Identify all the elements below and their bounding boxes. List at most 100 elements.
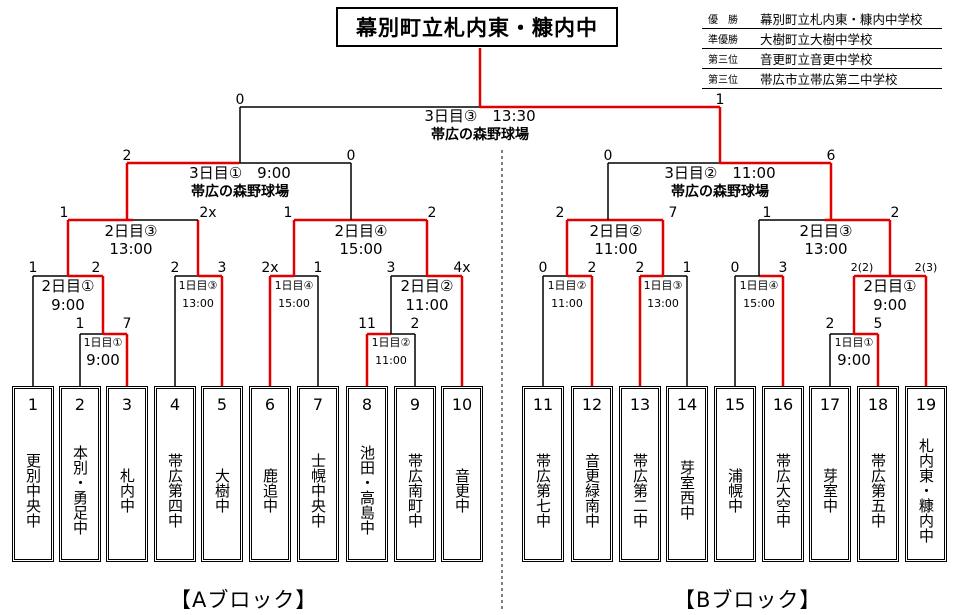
- bracket-label: 0: [236, 92, 245, 108]
- bracket-label: 2(3): [915, 261, 938, 274]
- team-number: 16: [772, 395, 794, 414]
- result-label: 優 勝: [708, 15, 738, 26]
- bracket-label: 0: [347, 148, 356, 164]
- result-row: 第三位 帯広市立帯広第二中学校: [702, 69, 942, 89]
- bracket-label: 2: [171, 260, 180, 276]
- bracket-label: 4x: [453, 260, 470, 276]
- team-name: 帯広第七中: [534, 452, 552, 528]
- bracket-label: 13:00: [182, 297, 214, 310]
- bracket-label: 1日目②: [372, 336, 411, 349]
- bracket-label: 3日目② 11:00: [664, 164, 775, 182]
- bracket-label: 9:00: [51, 296, 85, 314]
- bracket-label: 11:00: [405, 296, 448, 314]
- bracket-label: 1日目③: [179, 279, 218, 292]
- team-box: 16 帯広大空中: [762, 386, 804, 562]
- team-number: 13: [629, 395, 651, 414]
- bracket-label: 11: [358, 316, 376, 332]
- bracket-label: 2x: [261, 260, 278, 276]
- bracket-label: 1日目④: [740, 279, 779, 292]
- bracket-label: 2: [411, 316, 420, 332]
- bracket-label: 13:00: [647, 297, 679, 310]
- bracket-label: 1: [284, 205, 293, 221]
- bracket-label: 13:00: [804, 240, 847, 258]
- result-school: 音更町立音更中学校: [760, 52, 873, 67]
- bracket-label: 2日目③: [105, 222, 158, 240]
- bracket-label: 3日目③ 13:30: [424, 107, 535, 125]
- bracket-label: 2: [588, 260, 597, 276]
- bracket-label: 3: [218, 260, 227, 276]
- bracket-label: 9:00: [837, 351, 871, 369]
- team-name: 帯広第四中: [166, 452, 184, 528]
- bracket-label: 1日目③: [644, 279, 683, 292]
- team-number: 1: [27, 395, 39, 414]
- team-number: 2: [74, 395, 86, 414]
- bracket-label: 3: [387, 260, 396, 276]
- result-school: 帯広市立帯広第二中学校: [760, 72, 898, 87]
- results-table: 優 勝幕別町立札内東・糠内中学校 準優勝大樹町立大樹中学校 第三位音更町立音更中…: [702, 9, 942, 89]
- bracket-label: 2日目②: [401, 277, 454, 295]
- team-number: 10: [451, 395, 473, 414]
- team-box: 1 更別中央中: [12, 386, 54, 562]
- bracket-label: 11:00: [594, 240, 637, 258]
- team-name: 更別中央中: [24, 452, 42, 528]
- bracket-label: 2日目②: [590, 222, 643, 240]
- team-number: 8: [361, 395, 373, 414]
- team-number: 9: [409, 395, 421, 414]
- team-name: 帯広大空中: [774, 452, 792, 528]
- team-name: 音更中: [453, 467, 471, 513]
- bracket-label: 9:00: [873, 296, 907, 314]
- bracket-label: 2日目④: [335, 222, 388, 240]
- team-number: 14: [676, 395, 698, 414]
- team-number: 18: [867, 395, 889, 414]
- team-name: 芽室中: [821, 467, 839, 513]
- bracket-label: 5: [874, 316, 883, 332]
- bracket-label: 1日目④: [275, 279, 314, 292]
- bracket-label: 0: [539, 260, 548, 276]
- bracket-label: 1: [683, 260, 692, 276]
- bracket-label: 帯広の森野球場: [191, 183, 289, 200]
- team-number: 6: [264, 395, 276, 414]
- bracket-label: 2: [92, 260, 101, 276]
- team-name: 帯広第五中: [869, 452, 887, 528]
- bracket-label: 1: [76, 316, 85, 332]
- team-name: 音更緑南中: [583, 452, 601, 528]
- bracket-label: 1: [60, 205, 69, 221]
- bracket-label: 11:00: [375, 354, 407, 367]
- team-name: 池田・高島中: [358, 445, 376, 535]
- result-row: 第三位音更町立音更中学校: [702, 49, 942, 69]
- bracket-label: 3: [779, 260, 788, 276]
- result-row: 準優勝大樹町立大樹中学校: [702, 29, 942, 49]
- bracket-label: 0: [731, 260, 740, 276]
- bracket-label: 3日目① 9:00: [189, 164, 291, 182]
- bracket-label: 15:00: [743, 297, 775, 310]
- team-box: 11 帯広第七中: [522, 386, 564, 562]
- team-number: 11: [532, 395, 554, 414]
- bracket-label: 2: [826, 316, 835, 332]
- bracket-label: 1日目②: [548, 279, 587, 292]
- bracket-label: 2: [428, 205, 437, 221]
- block-b-label: 【Bブロック】: [674, 588, 822, 612]
- bracket-label: 1: [763, 205, 772, 221]
- result-row: 優 勝 幕別町立札内東・糠内中学校: [702, 9, 942, 29]
- team-name: 帯広第二中: [631, 452, 649, 528]
- result-school: 幕別町立札内東・糠内中学校: [760, 12, 923, 27]
- bracket-label: 13:00: [109, 240, 152, 258]
- team-number: 3: [121, 395, 133, 414]
- team-name: 浦幌中: [726, 467, 744, 513]
- bracket-label: 2日目①: [42, 277, 95, 295]
- team-number: 5: [216, 395, 228, 414]
- block-a-label: 【Aブロック】: [170, 588, 318, 612]
- team-number: 19: [915, 395, 937, 414]
- result-label: 第三位: [708, 75, 738, 86]
- bracket-label: 2: [556, 205, 565, 221]
- bracket-label: 15:00: [278, 297, 310, 310]
- bracket-label: 2x: [199, 205, 216, 221]
- team-number: 12: [581, 395, 603, 414]
